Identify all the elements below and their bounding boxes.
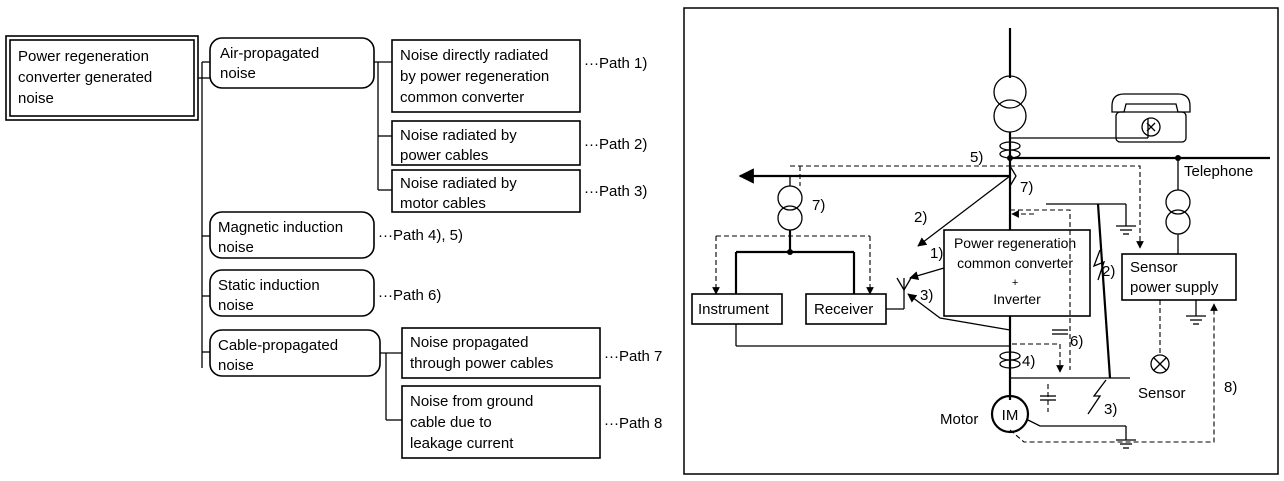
- air-propagated-label: Air-propagated noise: [220, 45, 323, 82]
- air-propagated-node: [209, 37, 375, 89]
- converter-label: Power regeneration common converter + In…: [954, 235, 1080, 307]
- path-6-label: ···Path 6): [378, 287, 441, 304]
- root-box-inner: [9, 39, 195, 117]
- instrument-transformer-upper: [777, 185, 803, 211]
- sensor-label: Sensor: [1138, 385, 1186, 402]
- path-1-marker: 1): [930, 245, 943, 262]
- path-4-5-label: ···Path 4), 5): [378, 227, 463, 244]
- instrument-label: Instrument: [698, 301, 770, 318]
- motor-symbol-label: IM: [1002, 407, 1019, 424]
- main-transformer-upper: [993, 75, 1027, 109]
- sensor-power-supply-box: [1121, 253, 1237, 301]
- telephone-icon: [1111, 93, 1191, 143]
- cable-ground-label: Noise from ground cable due to leakage c…: [410, 393, 538, 452]
- converter-box: [943, 229, 1091, 317]
- motor-symbol: [990, 394, 1030, 434]
- receiver-label: Receiver: [814, 301, 873, 318]
- path-8-label: ···Path 8: [604, 415, 662, 432]
- air-motor-label: Noise radiated by motor cables: [400, 175, 521, 212]
- magnetic-node: [209, 211, 375, 259]
- diagram-frame: [683, 7, 1279, 475]
- magnetic-label: Magnetic induction noise: [218, 219, 347, 256]
- air-power-label: Noise radiated by power cables: [400, 127, 521, 164]
- air-motor-node: [391, 169, 581, 213]
- air-power-node: [391, 120, 581, 166]
- cable-ground-node: [401, 385, 601, 459]
- path-4-marker: 4): [1022, 353, 1035, 370]
- root-label: Power regeneration converter generated n…: [18, 48, 156, 107]
- cable-power-label: Noise propagated through power cables: [410, 334, 553, 372]
- sensor-power-supply-label: Sensor power supply: [1130, 259, 1219, 296]
- path-3a-marker: 3): [920, 287, 933, 304]
- air-direct-label: Noise directly radiated by power regener…: [400, 47, 553, 106]
- path-3-label: ···Path 3): [584, 183, 647, 200]
- telephone-label: Telephone: [1184, 163, 1253, 180]
- path-1-label: ···Path 1): [584, 55, 647, 72]
- air-direct-node: [391, 39, 581, 113]
- static-node: [209, 269, 375, 317]
- path-3b-marker: 3): [1104, 401, 1117, 418]
- path-5-marker: 5): [970, 149, 983, 166]
- path-2a-marker: 2): [914, 209, 927, 226]
- path-8-marker: 8): [1224, 379, 1237, 396]
- receiver-box: [805, 293, 887, 325]
- sensor-icon: [1150, 354, 1170, 374]
- cable-power-node: [401, 327, 601, 379]
- static-label: Static induction noise: [218, 277, 324, 314]
- path-7-label: ···Path 7: [604, 348, 662, 365]
- noise-path-diagram: Telephone 5) 7) Instrument Receiver: [683, 7, 1279, 475]
- cable-label: Cable-propagated noise: [218, 337, 342, 374]
- instrument-box: [691, 293, 783, 325]
- noise-classification-tree: Power regeneration converter generated n…: [5, 35, 662, 459]
- path-2b-marker: 2): [1102, 263, 1115, 280]
- path-2-label: ···Path 2): [584, 136, 647, 153]
- motor-label: Motor: [940, 411, 978, 428]
- main-transformer-lower: [993, 99, 1027, 133]
- path-7b-marker: 7): [1020, 179, 1033, 196]
- path-6-marker: 6): [1070, 333, 1083, 350]
- sensor-transformer-upper: [1165, 189, 1191, 215]
- path-7a-marker: 7): [812, 197, 825, 214]
